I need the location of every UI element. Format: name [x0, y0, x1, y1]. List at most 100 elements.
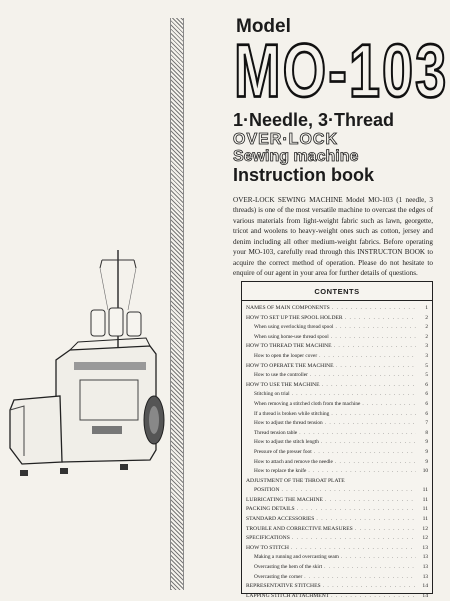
contents-entry: SPECIFICATIONS12: [246, 534, 428, 544]
contents-leader-dots: [292, 390, 416, 400]
contents-entry: Overcasting the hem of the skirt 13: [246, 563, 428, 573]
contents-leader-dots: [335, 458, 416, 468]
contents-leader-dots: [335, 323, 416, 333]
contents-entry: Thread tension table8: [246, 429, 428, 439]
contents-leader-dots: [314, 448, 416, 458]
contents-entry-page: 2: [425, 324, 428, 331]
contents-entry-page: 9: [425, 458, 428, 465]
contents-entry: How to adjust the stitch length 9: [246, 438, 428, 448]
contents-entry: How to attach and remove the needle 9: [246, 458, 428, 468]
contents-entry-label: TROUBLE AND CORRECTIVE MEASURES: [246, 525, 353, 532]
contents-entry: REPRESENTATIVE STITCHES14: [246, 582, 428, 592]
contents-entry-page: 6: [425, 400, 428, 407]
contents-leader-dots: [341, 553, 416, 563]
contents-entry-page: 13: [422, 564, 428, 571]
contents-entry-label: PACKING DETAILS: [246, 506, 295, 513]
contents-leader-dots: [355, 525, 416, 535]
contents-entry-label: HOW TO USE THE MACHINE: [246, 381, 320, 388]
contents-entry: NAMES OF MAIN COMPONENTS1: [246, 304, 428, 314]
contents-entry-label: How to replace the knife: [254, 468, 307, 475]
contents-entry-label: When removing a stitched cloth from the …: [254, 400, 361, 407]
contents-entry: How to adjust the thread tension 7: [246, 419, 428, 429]
contents-entry-label: HOW TO THREAD THE MACHINE: [246, 343, 332, 350]
contents-leader-dots: [304, 573, 416, 583]
contents-entry: STANDARD ACCESSORIES 11: [246, 515, 428, 525]
contents-leader-dots: [310, 371, 416, 381]
contents-leader-dots: [345, 314, 416, 324]
contents-leader-dots: [292, 534, 416, 544]
contents-leader-dots: [332, 304, 416, 314]
contents-entry-page: 11: [422, 516, 428, 523]
contents-entry-page: 10: [422, 468, 428, 475]
contents-entry-page: 14: [422, 592, 428, 599]
contents-entry-page: 2: [425, 314, 428, 321]
contents-entry: LAPPING STITCH ATTACHMENT14: [246, 592, 428, 601]
contents-leader-dots: [299, 429, 416, 439]
contents-entry-page: 12: [422, 535, 428, 542]
contents-entry-page: 3: [425, 352, 428, 359]
contents-entry-label: How to open the looper cover: [254, 352, 318, 359]
contents-entry-label: How to adjust the thread tension: [254, 420, 323, 427]
contents-entry-label: How to adjust the stitch length: [254, 439, 319, 446]
contents-entry-label: HOW TO SET UP THE SPOOL HOLDER: [246, 314, 343, 321]
contents-leader-dots: [324, 563, 416, 573]
contents-entry-label: Stitching on trial: [254, 391, 290, 398]
contents-entry-page: 6: [425, 381, 428, 388]
contents-entry: HOW TO OPERATE THE MACHINE5: [246, 362, 428, 372]
contents-leader-dots: [322, 381, 416, 391]
contents-entry-page: 14: [422, 583, 428, 590]
contents-leader-dots: [319, 352, 416, 362]
contents-entry: When using home-use thread spool2: [246, 333, 428, 343]
contents-entry: HOW TO USE THE MACHINE 6: [246, 381, 428, 391]
contents-entry-label: STANDARD ACCESSORIES: [246, 516, 315, 523]
contents-entry-label: How to use the controller: [254, 372, 308, 379]
contents-entry: If a thread is broken while stitching6: [246, 410, 428, 420]
contents-entry: When using overlocking thread spool2: [246, 323, 428, 333]
sewing-machine-illustration: [9, 250, 165, 476]
subtitle-overlock: OVER·LOCK: [233, 131, 338, 149]
contents-entry-page: 7: [425, 420, 428, 427]
contents-entry-page: 11: [422, 487, 428, 494]
contents-entry-page: 13: [422, 554, 428, 561]
contents-entry-page: 6: [425, 410, 428, 417]
contents-entry-label: When using home-use thread spool: [254, 333, 329, 340]
contents-entry-page: 13: [422, 544, 428, 551]
contents-entry-label: Overcasting the corner: [254, 573, 303, 580]
contents-entry-label: Making a running and overcasting seam: [254, 554, 339, 561]
contents-entry-label: HOW TO STITCH: [246, 544, 289, 551]
contents-entry-page: 9: [425, 448, 428, 455]
contents-leader-dots: [308, 467, 416, 477]
contents-entry: PACKING DETAILS 11: [246, 505, 428, 515]
subtitle-instruction-book: Instruction book: [233, 165, 374, 185]
contents-entry-page: 3: [425, 343, 428, 350]
contents-entry-page: 13: [422, 573, 428, 580]
contents-leader-dots: [336, 362, 416, 372]
contents-entry-label: HOW TO OPERATE THE MACHINE: [246, 362, 334, 369]
intro-paragraph: OVER-LOCK SEWING MACHINE Model MO-103 (1…: [233, 196, 433, 278]
contents-entry-label: Overcasting the hem of the skirt: [254, 564, 323, 571]
contents-leader-dots: [321, 438, 416, 448]
contents-entry: HOW TO STITCH 13: [246, 544, 428, 554]
model-label: Model: [236, 16, 291, 37]
contents-entry: Pressure of the presser foot9: [246, 448, 428, 458]
contents-entry-page: 1: [425, 305, 428, 311]
contents-entry-label: POSITION: [254, 487, 280, 494]
contents-entry-label: ADJUSTMENT OF THE THROAT PLATE: [246, 477, 345, 484]
contents-entry-label: How to attach and remove the needle: [254, 458, 333, 465]
contents-entry-page: 5: [425, 372, 428, 379]
contents-entry-page: 9: [425, 439, 428, 446]
contents-box: CONTENTS NAMES OF MAIN COMPONENTS1HOW TO…: [241, 281, 433, 599]
contents-entry-label: Thread tension table: [254, 429, 298, 436]
contents-entry-label: LUBRICATING THE MACHINE: [246, 496, 323, 503]
contents-entry: When removing a stitched cloth from the …: [246, 400, 428, 410]
contents-entry: HOW TO THREAD THE MACHINE 3: [246, 342, 428, 352]
contents-leader-dots: [331, 333, 416, 343]
contents-leader-dots: [297, 505, 416, 515]
contents-entry: Stitching on trial 6: [246, 390, 428, 400]
contents-leader-dots: [325, 496, 416, 506]
contents-entry-page: 11: [422, 506, 428, 513]
contents-entry: TROUBLE AND CORRECTIVE MEASURES12: [246, 525, 428, 535]
contents-divider: [242, 300, 432, 301]
contents-entry: Making a running and overcasting seam 13: [246, 553, 428, 563]
contents-entry-page: 6: [425, 391, 428, 398]
